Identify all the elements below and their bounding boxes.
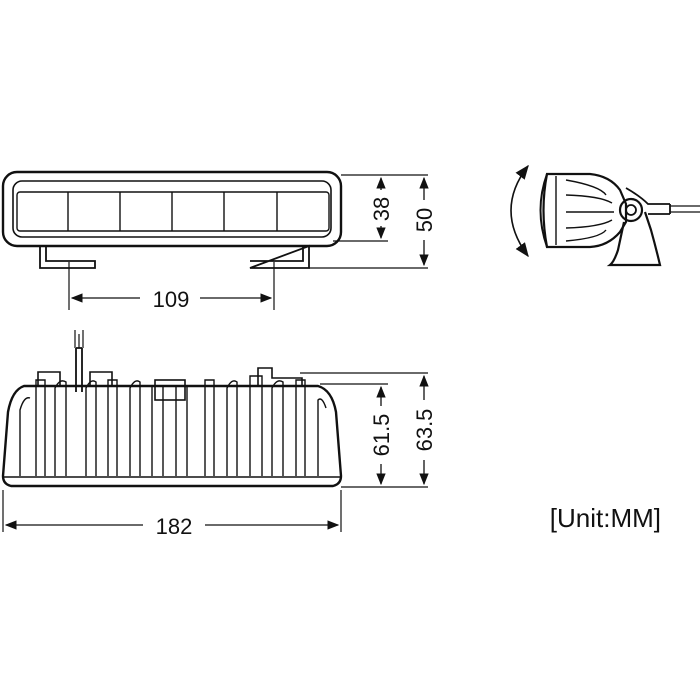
front-view [1,170,429,310]
side-view [510,164,700,267]
side-fins [555,176,614,245]
dim-label-109: 109 [153,287,190,312]
rotation-arrow [510,164,529,258]
front-bracket-left [39,246,96,269]
front-housing-inner [12,180,332,238]
dim-label-38: 38 [369,197,394,221]
center-box [154,379,186,401]
front-bracket-right [249,244,310,269]
right-clip [257,367,303,386]
dim-label-182: 182 [156,514,193,539]
front-housing-outer [1,170,343,248]
side-cable [625,187,671,215]
side-bracket [606,211,662,267]
pivot-knob-inner [625,204,637,216]
heat-sink-fins [19,375,327,476]
unit-label: [Unit:MM] [550,503,661,533]
side-housing [542,172,628,249]
dim-label-50: 50 [412,208,437,232]
front-lens [16,191,330,232]
dim-label-61-5: 61.5 [369,414,394,457]
pivot-knob-outer [618,197,644,223]
dim-label-63-5: 63.5 [412,409,437,452]
front-led-dividers [67,192,278,231]
bottom-body-outline [1,384,343,488]
bottom-view [1,330,429,532]
cable-gland [37,371,113,386]
